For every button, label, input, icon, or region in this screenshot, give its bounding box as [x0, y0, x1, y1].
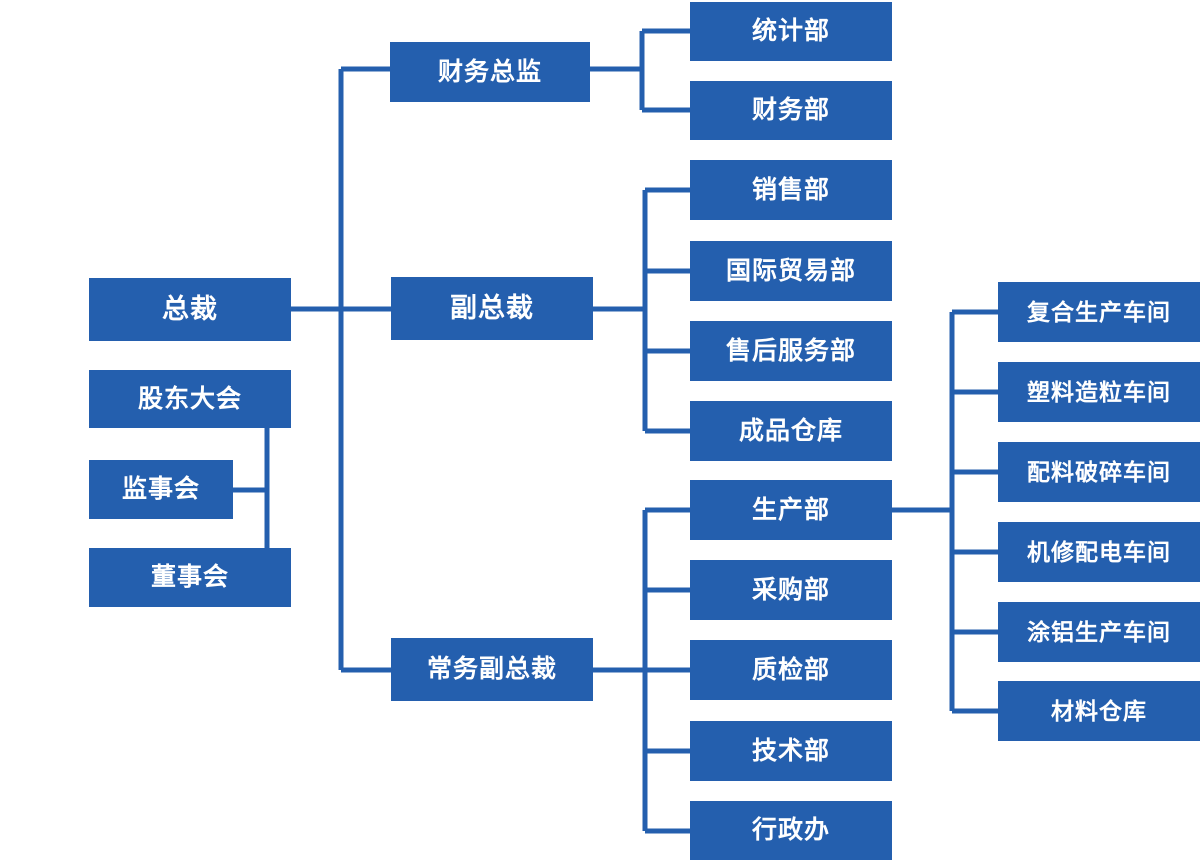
node-production-dept[interactable]: 生产部 — [690, 480, 892, 540]
node-president[interactable]: 总裁 — [89, 278, 291, 341]
node-maintenance-power-workshop[interactable]: 机修配电车间 — [998, 522, 1200, 582]
node-label: 董事会 — [150, 563, 229, 591]
node-label: 技术部 — [751, 736, 830, 765]
node-label: 成品仓库 — [738, 416, 843, 445]
node-shareholders-meeting[interactable]: 股东大会 — [89, 370, 291, 428]
node-label: 行政办 — [751, 816, 830, 844]
node-aluminum-coating-workshop[interactable]: 涂铝生产车间 — [998, 602, 1200, 662]
node-label: 生产部 — [751, 495, 830, 524]
node-label: 总裁 — [162, 294, 218, 324]
node-material-crushing-workshop[interactable]: 配料破碎车间 — [998, 442, 1200, 502]
node-vice-president[interactable]: 副总裁 — [391, 277, 593, 340]
node-technology-dept[interactable]: 技术部 — [690, 721, 892, 781]
node-label: 销售部 — [751, 175, 830, 204]
node-label: 涂铝生产车间 — [1027, 618, 1171, 645]
node-label: 采购部 — [751, 575, 830, 604]
node-label: 常务副总裁 — [426, 655, 557, 683]
node-label: 塑料造粒车间 — [1027, 378, 1171, 405]
node-administration-office[interactable]: 行政办 — [690, 801, 892, 860]
node-label: 股东大会 — [137, 384, 242, 413]
node-after-sales-dept[interactable]: 售后服务部 — [690, 321, 892, 381]
node-label: 配料破碎车间 — [1027, 458, 1171, 485]
node-label: 统计部 — [751, 17, 830, 45]
node-label: 售后服务部 — [725, 336, 856, 365]
node-finance-dept[interactable]: 财务部 — [690, 81, 892, 140]
node-material-warehouse[interactable]: 材料仓库 — [998, 681, 1200, 741]
node-label: 财务总监 — [437, 57, 542, 86]
node-composite-workshop[interactable]: 复合生产车间 — [998, 282, 1200, 342]
node-finance-director[interactable]: 财务总监 — [390, 42, 590, 102]
node-purchasing-dept[interactable]: 采购部 — [690, 560, 892, 620]
node-supervisory-board[interactable]: 监事会 — [89, 460, 233, 519]
node-label: 机修配电车间 — [1027, 538, 1171, 565]
node-label: 质检部 — [751, 655, 830, 684]
node-label: 材料仓库 — [1051, 697, 1147, 724]
node-label: 财务部 — [751, 96, 830, 124]
node-label: 副总裁 — [450, 293, 534, 323]
node-international-trade-dept[interactable]: 国际贸易部 — [690, 241, 892, 301]
node-statistics-dept[interactable]: 统计部 — [690, 2, 892, 61]
node-executive-vice-president[interactable]: 常务副总裁 — [391, 638, 593, 701]
node-quality-dept[interactable]: 质检部 — [690, 640, 892, 700]
node-plastic-granulation-workshop[interactable]: 塑料造粒车间 — [998, 362, 1200, 422]
node-finished-goods-warehouse[interactable]: 成品仓库 — [690, 401, 892, 461]
node-label: 监事会 — [121, 475, 200, 503]
node-sales-dept[interactable]: 销售部 — [690, 160, 892, 220]
node-label: 国际贸易部 — [725, 256, 856, 285]
node-label: 复合生产车间 — [1027, 298, 1171, 325]
node-board-of-directors[interactable]: 董事会 — [89, 548, 291, 607]
